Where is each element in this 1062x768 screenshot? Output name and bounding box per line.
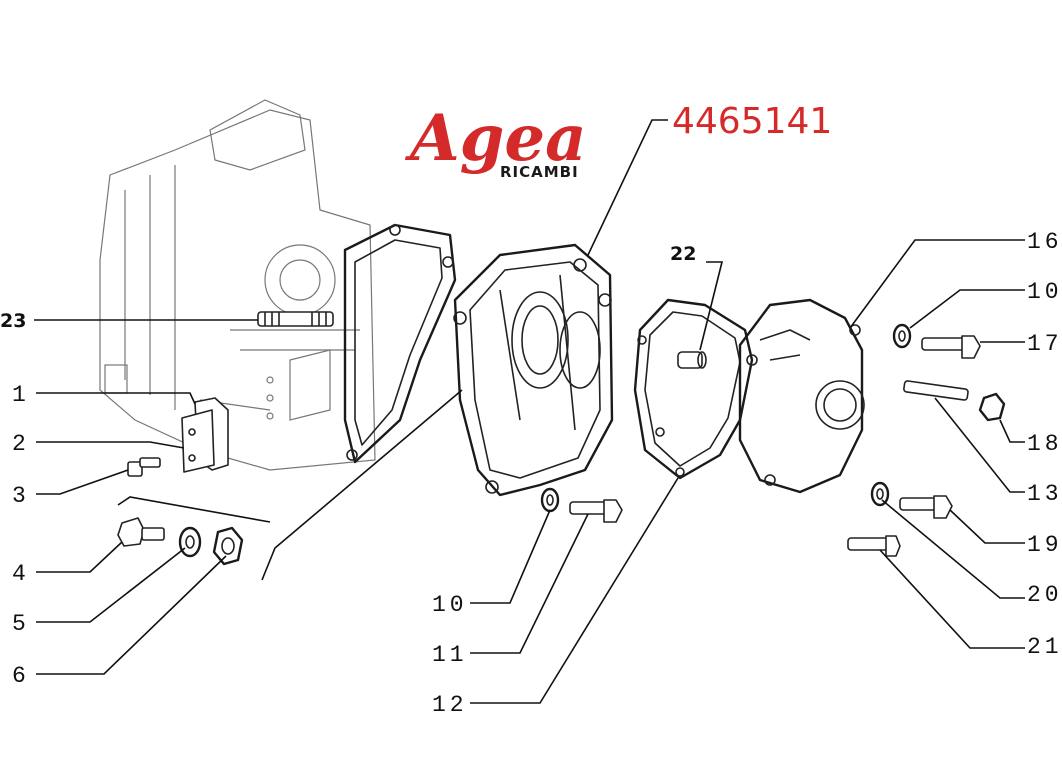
callout-4: 4 [12,561,30,587]
long-bolt-13 [903,380,969,401]
callout-11: 11 [432,642,468,668]
group-brace-upper [117,496,271,523]
part-number-leader [587,119,668,256]
callout-20: 20 [1027,582,1062,608]
washer-5 [178,526,202,558]
dowel-pin [677,351,707,369]
bolt-21 [847,535,901,557]
callout-10-upper: 10 [1027,279,1062,305]
callout-22: 22 [670,243,696,265]
callout-5: 5 [12,611,30,637]
callout-6: 6 [12,663,30,689]
small-screw [127,457,161,477]
callout-19: 19 [1027,532,1062,558]
callout-2: 2 [12,431,30,457]
hex-nut-18 [978,392,1006,422]
washer-10-lower [540,487,560,513]
leader-lines [34,239,1025,704]
gasket-left [343,223,457,464]
bolt-19 [899,495,953,519]
bolt-11 [569,499,623,523]
part-number: 4465141 [672,101,832,142]
end-cover [738,298,865,494]
callout-16: 16 [1027,229,1062,255]
callout-17: 17 [1027,331,1062,357]
hex-bolt [117,517,165,547]
callout-23: 23 [0,310,26,332]
callout-3: 3 [12,483,30,509]
callout-13: 13 [1027,481,1062,507]
callout-labels: 23 1 2 3 4 5 6 10 11 12 22 16 10 17 18 1… [0,229,1062,718]
gearbox-cover-plate [453,243,614,497]
logo-sub-text: RICAMBI [500,163,579,181]
bracket-block [181,397,229,473]
stud-bolt [257,311,334,327]
gasket-right [633,298,754,480]
bolt-17 [921,335,981,359]
logo-brand-text: Agea [405,101,587,176]
washer-20 [870,481,890,507]
callout-1: 1 [12,382,30,408]
callout-18: 18 [1027,431,1062,457]
group-brace-lower [261,389,463,581]
gearbox-housing [99,99,376,471]
washer-10-upper [892,323,912,349]
agea-logo: Agea RICAMBI [405,101,587,181]
hex-nut-6 [212,526,244,566]
callout-12: 12 [432,692,468,718]
callout-21: 21 [1027,634,1062,660]
callout-10-lower: 10 [432,592,468,618]
